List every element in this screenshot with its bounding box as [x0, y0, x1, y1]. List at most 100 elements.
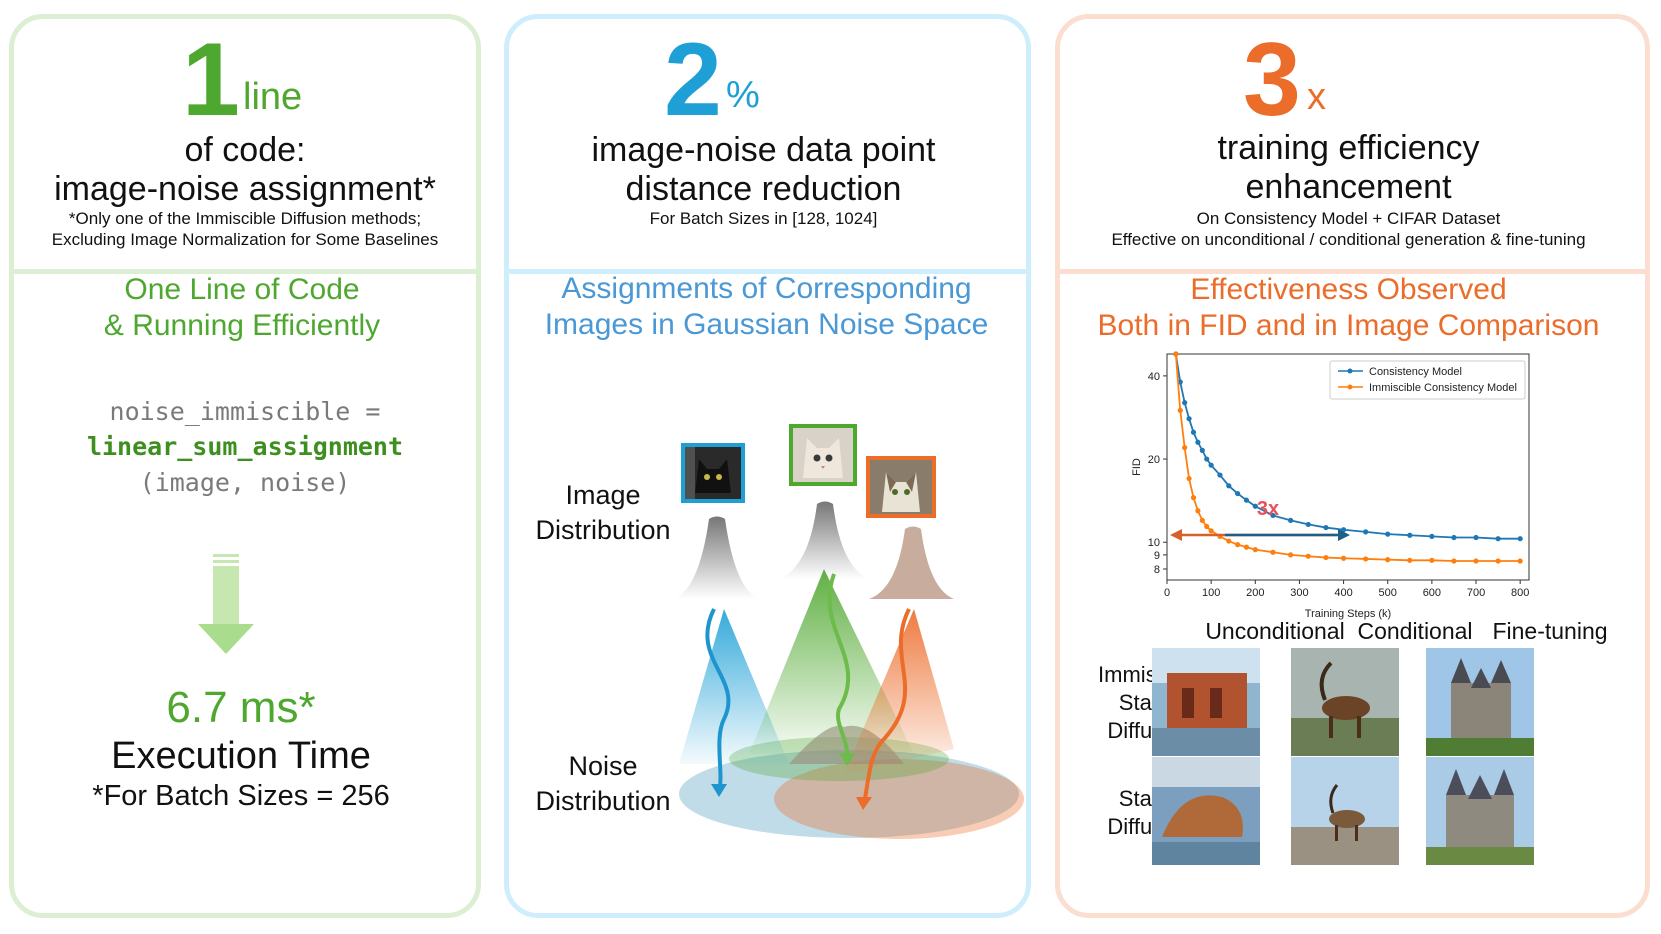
headline-line-1: training efficiency [1217, 129, 1480, 167]
x-axis-label: Training Steps (k) [1305, 608, 1391, 620]
data-point [1208, 528, 1214, 534]
x-tick-label: 200 [1246, 587, 1264, 599]
headline-line-1: image-noise data point [591, 131, 936, 169]
panel-one-line: 1 line of code: image-noise assignment* … [9, 14, 481, 918]
data-point [1305, 521, 1311, 528]
data-point [1323, 524, 1329, 531]
x-tick-label: 500 [1379, 587, 1397, 599]
data-point [1186, 416, 1192, 422]
data-point [1235, 542, 1241, 548]
data-point [1473, 558, 1479, 564]
footnote-line-1: On Consistency Model + CIFAR Dataset [1196, 209, 1501, 228]
orange-arrowhead-icon [856, 797, 872, 810]
image-peak-blue [674, 516, 759, 599]
orange-cone [844, 609, 954, 774]
x-tick-label: 0 [1164, 587, 1170, 599]
data-point [1186, 475, 1192, 482]
big-number: 1 [182, 22, 240, 138]
data-point [1190, 429, 1197, 435]
section-subtitle-1: Assignments of Corresponding [561, 272, 972, 305]
footnote-line-1: For Batch Sizes in [128, 1024] [649, 209, 878, 228]
x-tick-label: 800 [1511, 587, 1529, 599]
code-line-1: noise_immiscible = [109, 397, 381, 426]
data-point [1385, 557, 1391, 563]
footnote-line-2: Effective on unconditional / conditional… [1111, 230, 1586, 249]
x-tick-label: 100 [1202, 587, 1220, 599]
data-point [1204, 456, 1210, 462]
y-tick-label: 40 [1148, 371, 1160, 383]
data-point [1340, 527, 1347, 533]
y-tick-label: 8 [1154, 564, 1160, 576]
number-unit: line [243, 76, 303, 118]
cat-image-orange [866, 456, 936, 518]
y-tick-label: 20 [1148, 454, 1160, 466]
section-subtitle-2: Images in Gaussian Noise Space [544, 308, 989, 341]
down-arrow-icon [198, 554, 254, 654]
data-point [1235, 490, 1241, 497]
data-point [1226, 483, 1232, 489]
assignment-diagram [674, 501, 1024, 839]
data-point [1270, 549, 1276, 555]
cat-image-green [789, 424, 857, 486]
headline-line-1: of code: [184, 131, 306, 169]
cat-image-blue [681, 443, 745, 503]
y-tick-label: 9 [1154, 550, 1160, 562]
data-point [1495, 536, 1501, 542]
number-unit: x [1307, 76, 1326, 118]
data-point [1195, 508, 1201, 514]
data-point [1173, 351, 1179, 357]
x-tick-label: 300 [1290, 587, 1308, 599]
y-axis-label: FID [1131, 458, 1143, 476]
data-point [1243, 544, 1250, 550]
data-point [1195, 439, 1201, 445]
legend: Consistency Model Immiscible Consistency… [1329, 360, 1526, 400]
x-tick-label: 400 [1334, 587, 1352, 599]
big-number: 2 [664, 22, 722, 138]
footnote-line-2: Excluding Image Normalization for Some B… [51, 230, 439, 249]
headline-line-2: enhancement [1245, 168, 1452, 206]
image-immiscible-conditional [1291, 648, 1399, 756]
orange-assignment-arrow [862, 608, 911, 805]
panel-distance-reduction: 2 % image-noise data point distance redu… [504, 14, 1031, 918]
data-point [1407, 557, 1413, 563]
data-point [1177, 407, 1183, 414]
image-peak-orange [869, 526, 954, 599]
blue-assignment-arrow [705, 608, 731, 792]
data-point [1226, 538, 1232, 544]
data-point [1182, 445, 1188, 451]
data-point [1270, 512, 1276, 519]
code-line-3: (image, noise) [139, 468, 351, 497]
data-point [1199, 517, 1205, 523]
data-point [1429, 557, 1435, 563]
execution-time-value: 6.7 ms* [166, 683, 316, 732]
code-line-2: linear_sum_assignment [86, 432, 404, 461]
data-point [1208, 462, 1214, 468]
data-point [1495, 558, 1501, 564]
data-point [1199, 447, 1205, 453]
data-point [1429, 533, 1435, 539]
column-header-unconditional: Unconditional [1205, 618, 1345, 644]
data-point [1363, 529, 1369, 535]
data-point [1252, 547, 1258, 553]
data-point [1190, 495, 1197, 501]
panel-header: 3 x training efficiency enhancement On C… [1060, 19, 1645, 269]
header-divider [509, 269, 1026, 274]
left-arrowhead-icon [1170, 529, 1182, 541]
noise-region-orange [774, 759, 1024, 839]
data-point [1363, 556, 1369, 562]
legend-label-consistency: Consistency Model [1369, 366, 1462, 378]
section-subtitle-1: One Line of Code [124, 273, 360, 306]
data-point [1288, 552, 1294, 558]
panel-header: 1 line of code: image-noise assignment* … [14, 19, 476, 269]
data-point [1517, 558, 1523, 564]
image-sd-finetuning [1426, 757, 1534, 865]
image-immiscible-finetuning [1426, 648, 1534, 756]
data-point [1305, 553, 1311, 559]
data-point [1385, 531, 1391, 537]
data-point [1204, 523, 1210, 530]
number-unit: % [726, 74, 760, 116]
image-peak-green [779, 501, 869, 579]
